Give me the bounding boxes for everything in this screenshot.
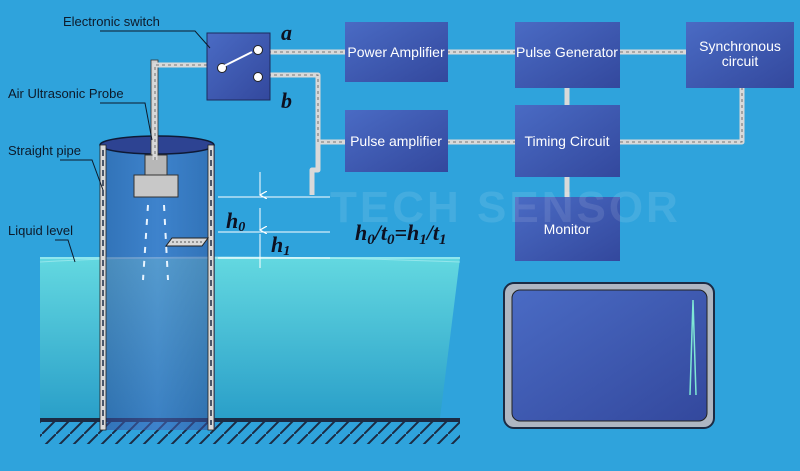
box-timing-circuit-label: Timing Circuit (524, 133, 609, 149)
cable-outlines (154, 51, 743, 160)
box-monitor: Monitor (515, 197, 620, 261)
box-synchronous-circuit: Synchronous circuit (686, 22, 794, 88)
h0-label: h0 (226, 208, 245, 235)
terminal-a-label: a (281, 20, 292, 45)
box-synchronous-label-1: Synchronous (699, 38, 781, 54)
reflector-plate (165, 237, 209, 247)
height-markers (218, 172, 330, 268)
label-straight-pipe: Straight pipe (8, 143, 81, 158)
box-pulse-amplifier: Pulse amplifier (345, 110, 448, 172)
monitor-screen (503, 282, 715, 429)
box-pulse-amplifier-label: Pulse amplifier (350, 133, 442, 149)
box-power-amplifier-label: Power Amplifier (347, 44, 445, 60)
label-air-probe: Air Ultrasonic Probe (8, 86, 124, 101)
h1-label: h1 (271, 232, 290, 259)
label-electronic-switch: Electronic switch (63, 14, 160, 29)
electronic-switch (206, 32, 271, 101)
box-timing-circuit: Timing Circuit (515, 105, 620, 177)
terminal-b-label: b (281, 88, 292, 113)
box-pulse-generator-label: Pulse Generator (516, 44, 618, 60)
label-liquid-level: Liquid level (8, 223, 73, 238)
box-power-amplifier: Power Amplifier (345, 22, 448, 82)
box-monitor-label: Monitor (544, 221, 591, 237)
box-synchronous-label-2: circuit (722, 53, 759, 69)
watermark: TECH SENSOR (330, 183, 681, 232)
box-pulse-generator: Pulse Generator (515, 22, 620, 88)
equation: h0/t0=h1/t1 (355, 220, 447, 248)
leader-lines (55, 30, 211, 263)
